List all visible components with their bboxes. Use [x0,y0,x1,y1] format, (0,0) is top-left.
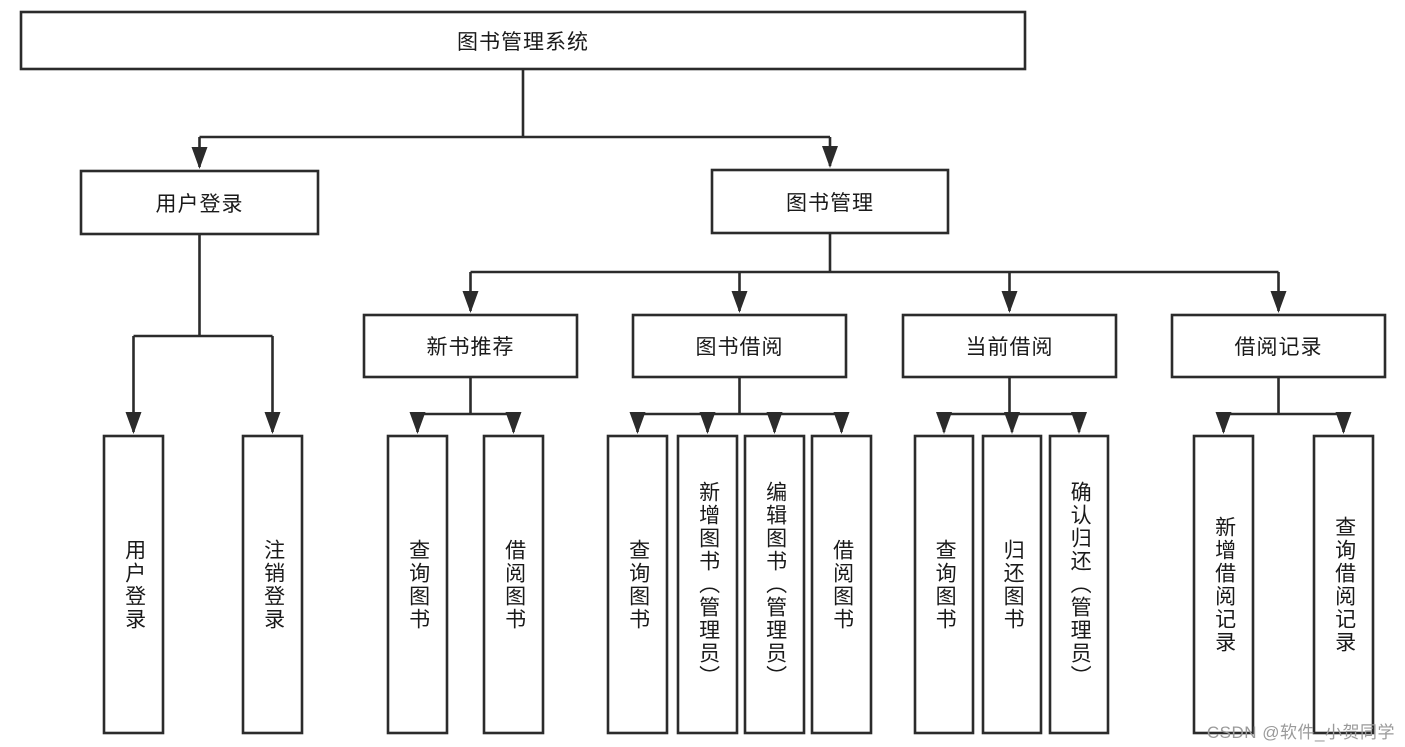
arrow-head-icon-leaf-logout [264,412,281,434]
arrow-head-icon-leaf-confirm-return [1071,412,1087,434]
node-box-leaf-confirm-return[interactable] [1048,434,1110,735]
arrow-head-icon-leaf-query-book-2 [629,412,646,434]
node-box-leaf-borrow-book-1[interactable] [482,434,545,735]
arrow-head-icon-borrow-record [1270,291,1287,313]
node-box-leaf-query-book-3[interactable] [913,434,975,735]
node-box-new-book-recommend[interactable] [362,313,579,379]
edges-layer [125,69,1352,434]
node-box-borrow-record[interactable] [1170,313,1387,379]
node-box-leaf-user-login[interactable] [102,434,165,735]
arrow-head-icon-book-manage [822,146,838,168]
node-box-leaf-logout[interactable] [241,434,304,735]
node-box-leaf-query-book-2[interactable] [606,434,669,735]
node-box-leaf-add-book[interactable] [676,434,739,735]
arrow-head-icon-leaf-return-book [1004,412,1020,434]
arrow-head-icon-leaf-query-record [1335,412,1352,434]
arrow-head-icon-user-login [191,147,208,169]
arrow-head-icon-leaf-query-book-1 [409,412,426,434]
arrow-head-icon-leaf-add-record [1215,412,1232,434]
arrow-head-icon-current-borrow [1001,291,1018,313]
arrow-head-icon-leaf-add-book [699,412,716,434]
node-box-leaf-borrow-book-2[interactable] [810,434,873,735]
arrow-head-icon-leaf-user-login [125,412,142,434]
arrow-head-icon-leaf-borrow-book-2 [833,412,850,434]
node-box-book-manage[interactable] [710,168,950,235]
node-box-leaf-query-record[interactable] [1312,434,1375,735]
watermark-text: CSDN @软件_小贺同学 [1206,723,1395,742]
arrow-head-icon-leaf-borrow-book-1 [505,412,522,434]
node-box-root[interactable] [19,10,1027,71]
arrow-head-icon-leaf-query-book-3 [936,412,952,434]
nodes-layer [19,10,1387,735]
node-box-current-borrow[interactable] [901,313,1118,379]
arrow-head-icon-new-book-recommend [462,291,479,313]
node-box-user-login[interactable] [79,169,320,236]
arrow-head-icon-leaf-edit-book [766,412,783,434]
node-box-leaf-return-book[interactable] [981,434,1043,735]
node-box-leaf-add-record[interactable] [1192,434,1255,735]
node-box-leaf-query-book-1[interactable] [386,434,449,735]
node-box-book-borrow[interactable] [631,313,848,379]
arrow-head-icon-book-borrow [731,291,748,313]
node-box-leaf-edit-book[interactable] [743,434,806,735]
